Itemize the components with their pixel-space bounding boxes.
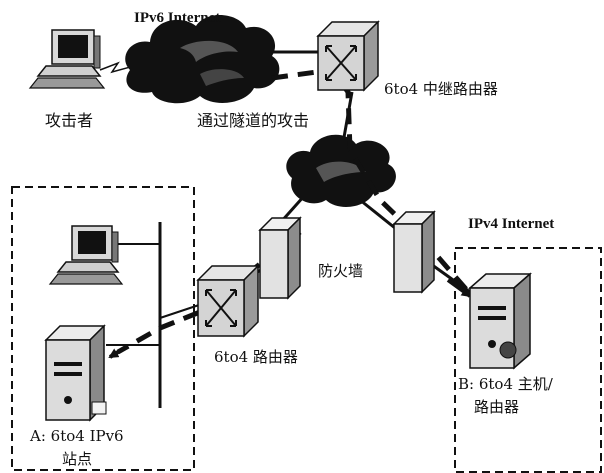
tunnel-attack-label: 通过隧道的攻击 bbox=[197, 111, 309, 130]
desktop-computer-icon bbox=[50, 226, 122, 284]
attack-arrow-to-site-server bbox=[110, 346, 128, 357]
router-6to4-label: 6to4 路由器 bbox=[214, 348, 298, 366]
host-b-label-line2: 路由器 bbox=[474, 398, 519, 416]
relay-router bbox=[318, 22, 378, 90]
site-server bbox=[46, 326, 106, 420]
server-icon bbox=[470, 274, 530, 368]
desktop-computer-icon bbox=[30, 30, 104, 88]
ipv4-internet-label: IPv4 Internet bbox=[468, 216, 554, 232]
relay-router-label: 6to4 中继路由器 bbox=[384, 80, 498, 98]
firewall-icon bbox=[394, 224, 422, 292]
site-a-label-line2: 站点 bbox=[62, 450, 92, 468]
host-b-server bbox=[470, 274, 530, 368]
ipv4-cloud bbox=[286, 135, 396, 207]
ipv6-cloud bbox=[125, 15, 279, 103]
firewall-icon bbox=[260, 230, 288, 298]
firewall-left bbox=[260, 218, 300, 298]
attacker-pc bbox=[30, 30, 104, 88]
site-pc bbox=[50, 226, 122, 284]
firewall-label: 防火墙 bbox=[318, 262, 363, 280]
site-a-label-line1: A: 6to4 IPv6 bbox=[29, 427, 124, 445]
router-6to4 bbox=[198, 266, 258, 336]
ipv6-internet-label: IPv6 Internet bbox=[134, 10, 220, 26]
attacker-label: 攻击者 bbox=[45, 111, 93, 130]
firewall-right bbox=[394, 212, 434, 292]
host-b-label-line1: B: 6to4 主机/ bbox=[458, 375, 554, 393]
server-icon bbox=[46, 326, 106, 420]
